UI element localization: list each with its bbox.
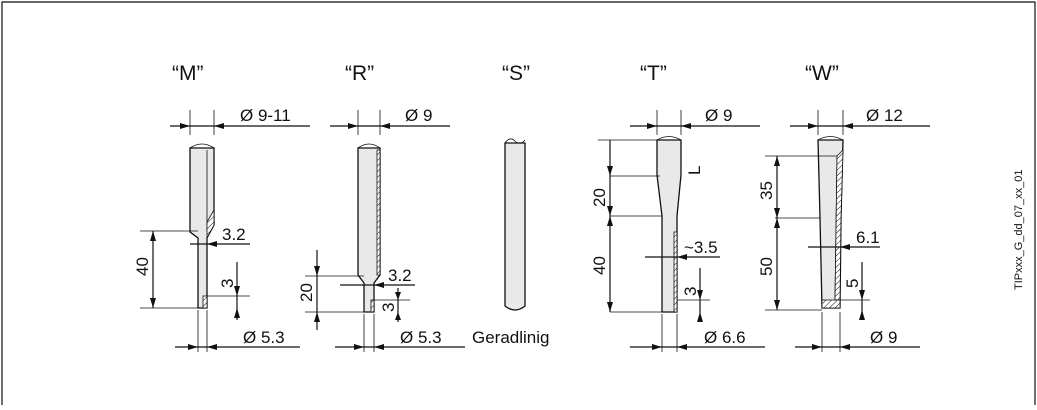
s-name: Geradlinig [472, 328, 550, 347]
arrow [607, 216, 613, 226]
hatch [202, 295, 208, 309]
arrow [207, 241, 217, 247]
break-line [504, 138, 526, 144]
hatch [206, 208, 215, 239]
arrow [395, 312, 401, 320]
arrow [652, 344, 662, 350]
arrow [677, 344, 687, 350]
hatch [834, 149, 844, 301]
arrow [354, 344, 364, 350]
arrow [774, 300, 780, 310]
arrow [774, 156, 780, 166]
t-bottom-dia: Ø 6.6 [704, 328, 746, 347]
arrow [607, 302, 613, 312]
label-w: “W” [805, 62, 839, 85]
arrow [314, 312, 320, 322]
t-upper-length: 20 [590, 188, 609, 207]
arrow [681, 123, 691, 129]
w-tip: 5 [843, 279, 862, 288]
break-line [189, 143, 215, 149]
r-length: 20 [297, 283, 316, 302]
arrow [150, 231, 156, 241]
w-top-dia: Ø 12 [866, 106, 903, 125]
t-tip-thickness: ~3.5 [684, 238, 718, 257]
label-t: “T” [640, 62, 667, 85]
w-lower-length: 50 [757, 257, 776, 276]
arrow [214, 123, 224, 129]
r-tip-thickness: 3.2 [388, 266, 412, 285]
arrow [697, 312, 703, 322]
arrow [607, 206, 613, 216]
arrow [859, 290, 865, 300]
hatch [673, 231, 678, 313]
t-top-dia: Ø 9 [705, 106, 732, 125]
arrow [234, 308, 240, 318]
arrow [697, 290, 703, 300]
arrow [207, 344, 217, 350]
m-top-dia: Ø 9-11 [240, 106, 291, 125]
hatch [370, 299, 375, 313]
m-tip-thickness: 3.2 [222, 225, 246, 244]
tip-m: “M” Ø 9-11 40 3.2 3 [133, 62, 310, 352]
arrow [150, 298, 156, 308]
tip-body [504, 142, 526, 311]
label-m: “M” [172, 62, 203, 85]
m-tip: 3 [218, 279, 237, 288]
m-length: 40 [133, 257, 152, 276]
arrow [180, 123, 190, 129]
w-bottom-dia: Ø 9 [870, 328, 897, 347]
break-line [817, 136, 844, 141]
r-tip: 3 [379, 303, 398, 312]
t-lower-length: 40 [590, 256, 609, 275]
arrow [607, 166, 613, 176]
t-tip: 3 [681, 287, 700, 296]
drawing-code: TIPxxx_G_dd_07_xx_01 [1013, 170, 1025, 290]
tip-r: “R” Ø 9 20 3.2 3 Ø 5.3 [297, 62, 465, 352]
arrow [808, 123, 818, 129]
tip-s: “S” Geradlinig [472, 62, 550, 347]
break-line [656, 136, 682, 141]
arrow [774, 208, 780, 218]
w-thickness: 6.1 [856, 228, 880, 247]
label-s: “S” [502, 62, 530, 85]
arrow [395, 292, 401, 300]
arrow [647, 123, 657, 129]
tip-body [656, 139, 682, 313]
arrow [234, 286, 240, 296]
tip-t: “T” Ø 9 L 20 40 ~3.5 3 [590, 62, 765, 352]
w-upper-length: 35 [757, 181, 776, 200]
r-top-dia: Ø 9 [405, 106, 432, 125]
arrow [859, 310, 865, 320]
arrow [840, 344, 850, 350]
arrow [380, 123, 390, 129]
arrow [774, 218, 780, 228]
arrow [374, 344, 384, 350]
label-r: “R” [345, 62, 374, 85]
break-line [357, 143, 381, 149]
hatch [821, 299, 841, 309]
arrow [677, 254, 687, 260]
tip-w: “W” Ø 12 35 50 6.1 5 [757, 62, 930, 352]
m-bottom-dia: Ø 5.3 [243, 328, 285, 347]
arrow [374, 282, 384, 288]
arrow [314, 266, 320, 276]
arrow [188, 344, 198, 350]
arrow [812, 344, 822, 350]
arrow [840, 244, 850, 250]
t-L: L [685, 166, 704, 175]
arrow [843, 123, 853, 129]
arrow [348, 123, 358, 129]
r-bottom-dia: Ø 5.3 [400, 328, 442, 347]
hatch [376, 149, 381, 276]
